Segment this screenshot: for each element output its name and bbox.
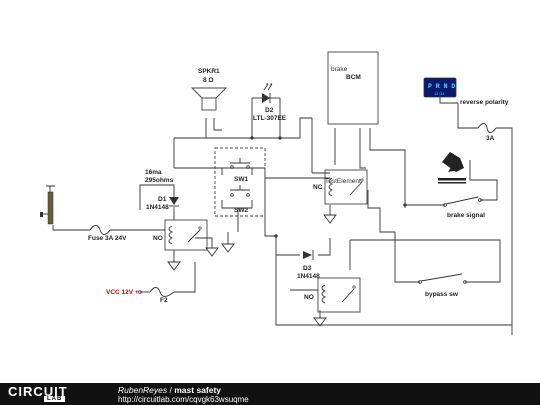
prnd-text: P R N D <box>428 83 455 90</box>
ground-icon <box>323 214 337 224</box>
d3-ref-label: D3 <box>303 265 312 272</box>
ground-icon <box>205 247 219 257</box>
sw1-label: SW1 <box>234 176 248 183</box>
battery-connector-icon <box>40 185 55 225</box>
d2-value-label: LTL-307EE <box>253 115 287 122</box>
prnd-subtext: 12:34 <box>434 93 445 97</box>
fuse-main-label: Fuse 3A 24V <box>88 235 127 242</box>
footer-bar: CIRCUIT LAB RubenReyes / mast safety htt… <box>0 383 540 405</box>
brake-pedal-icon <box>438 152 466 184</box>
bcm-label: BCM <box>346 74 361 81</box>
brake-signal-switch[interactable]: brake signal <box>443 196 486 219</box>
no-lower-label: NO <box>304 294 314 301</box>
f2-label: F2 <box>160 297 168 304</box>
relay-nc[interactable]: NC TestElement <box>313 169 368 205</box>
junction-dots <box>250 136 407 238</box>
relay-no-lower[interactable]: NO <box>304 277 361 313</box>
d1-ref-label: D1 <box>158 196 167 203</box>
nc-label: NC <box>313 184 323 191</box>
circuit-diagram: SPKR1 8 Ω D2 LTL-307EE brake BCM P R N D… <box>40 51 513 335</box>
circuit-title: mast safety <box>174 385 222 395</box>
spkr-ref-label: SPKR1 <box>198 68 220 75</box>
circuitlab-logo-sub: LAB <box>44 396 66 402</box>
vcc-source[interactable]: VCC 12V + <box>106 289 142 296</box>
ground-icon <box>167 261 181 271</box>
bcm-header-label: brake <box>331 66 348 73</box>
fuse-main[interactable]: Fuse 3A 24V <box>88 225 127 243</box>
ground-symbols <box>167 214 337 327</box>
sw2-label: SW2 <box>234 207 248 214</box>
speaker-spkr1[interactable]: SPKR1 8 Ω <box>190 68 228 111</box>
title-separator: / <box>167 385 175 395</box>
reverse-polarity-label: reverse polarity <box>460 99 509 106</box>
d2-ref-label: D2 <box>265 107 274 114</box>
spkr-value-label: 8 Ω <box>203 77 214 84</box>
fuse-3a-label: 3A <box>486 135 495 142</box>
d3-value-label: 1N4148 <box>297 273 320 280</box>
bypass-switch[interactable]: bypass sw <box>418 273 467 298</box>
ground-icon <box>221 243 235 253</box>
switch-block[interactable]: SW1 SW2 <box>214 147 266 217</box>
led-d2[interactable]: D2 LTL-307EE <box>252 83 287 122</box>
bypass-sw-label: bypass sw <box>425 291 459 298</box>
test-element-label: TestElement <box>325 178 361 185</box>
bcm-module[interactable]: brake BCM <box>327 51 379 125</box>
no-left-label: NO <box>153 235 163 242</box>
vcc-label: VCC 12V + <box>106 289 139 296</box>
relay-no-left[interactable]: NO <box>153 219 208 251</box>
circuitlab-logo[interactable]: CIRCUIT <box>8 384 68 399</box>
diode-d3[interactable]: D3 1N4148 <box>297 250 320 280</box>
circuit-url[interactable]: http://circuitlab.com/cqvgk63wsuqme <box>118 395 249 404</box>
fuse-3a[interactable]: 3A <box>477 123 497 143</box>
author-link[interactable]: RubenReyes <box>118 385 168 395</box>
d1-value-label: 1N4148 <box>146 204 169 211</box>
diode-d1[interactable]: D1 1N4148 <box>146 196 179 211</box>
fuse-f2[interactable]: F2 <box>149 287 175 305</box>
author-title-line: RubenReyes / mast safety <box>118 385 221 395</box>
wires <box>52 97 513 335</box>
ground-icon <box>313 317 327 327</box>
current-label: 16ma <box>145 169 162 176</box>
prnd-display[interactable]: P R N D 12:34 reverse polarity <box>423 77 509 106</box>
resistance-label: 295ohms <box>145 177 174 184</box>
brake-signal-label: brake signal <box>447 212 485 219</box>
